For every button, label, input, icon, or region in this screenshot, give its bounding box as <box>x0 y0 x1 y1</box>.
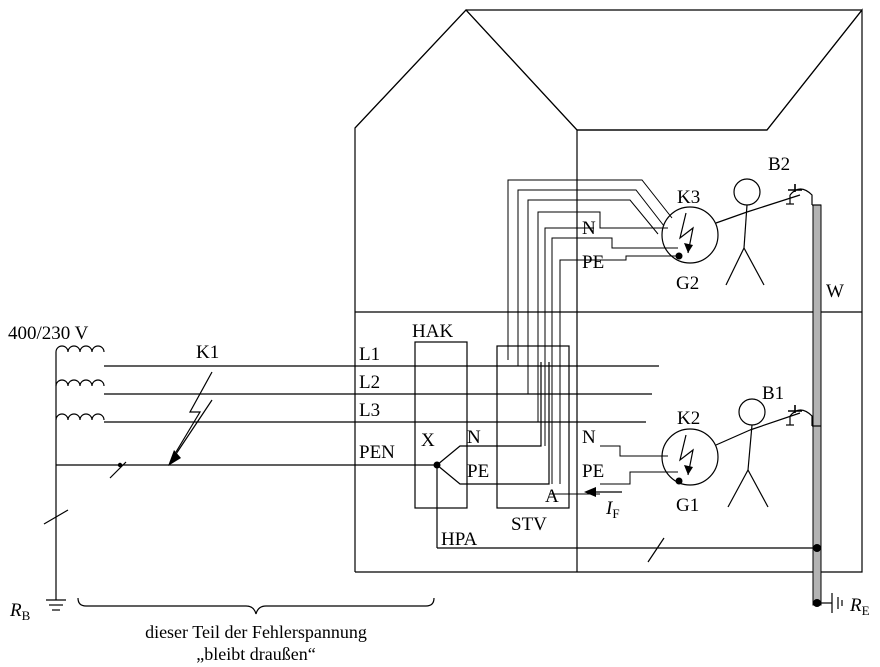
g1-label: G1 <box>676 495 699 516</box>
if-label: IF <box>605 498 620 521</box>
n-lower-label: N <box>582 427 596 448</box>
l1-label: L1 <box>359 344 380 365</box>
k3-device <box>661 206 719 264</box>
transformer <box>55 345 105 600</box>
tap-b1-icon <box>786 405 821 427</box>
n-upper-label: N <box>582 218 596 239</box>
fault-current-arrow <box>584 487 622 497</box>
risers-upper <box>507 179 679 484</box>
pe-hak-label: PE <box>467 461 489 482</box>
hak-box <box>414 341 468 509</box>
pe-lower-label: PE <box>582 461 604 482</box>
hak-label: HAK <box>412 321 453 342</box>
stv-label: STV <box>511 514 547 535</box>
re-label: RE <box>849 595 870 618</box>
pen-label: PEN <box>359 442 395 463</box>
hak-split <box>433 362 817 563</box>
caption-line-2: „bleibt draußen“ <box>196 644 315 664</box>
pe-upper-label: PE <box>582 252 604 273</box>
x-label: X <box>421 430 435 451</box>
person-lower-icon <box>715 398 801 508</box>
tap-b2-icon <box>786 184 821 206</box>
n-hak-label: N <box>467 427 481 448</box>
rb-label: RB <box>9 600 31 623</box>
k3-label: K3 <box>677 187 700 208</box>
voltage-label: 400/230 V <box>8 323 89 344</box>
k2-label: K2 <box>677 408 700 429</box>
caption-brace <box>77 597 435 615</box>
person-upper-icon <box>715 178 801 286</box>
caption-line-1: dieser Teil der Fehlerspannung <box>145 622 367 642</box>
a-label: A <box>545 486 559 507</box>
b2-label: B2 <box>768 154 790 175</box>
g2-label: G2 <box>676 273 699 294</box>
l2-label: L2 <box>359 372 380 393</box>
house-outline <box>354 8 863 573</box>
k1-fault-arrow <box>168 371 213 466</box>
k1-label: K1 <box>196 342 219 363</box>
water-pipe <box>812 204 843 613</box>
b1-label: B1 <box>762 383 784 404</box>
w-label: W <box>826 281 844 302</box>
k2-device <box>661 428 719 486</box>
l3-label: L3 <box>359 400 380 421</box>
earth-rb <box>43 509 69 611</box>
hpa-label: HPA <box>441 529 478 550</box>
stv-box <box>496 345 570 509</box>
